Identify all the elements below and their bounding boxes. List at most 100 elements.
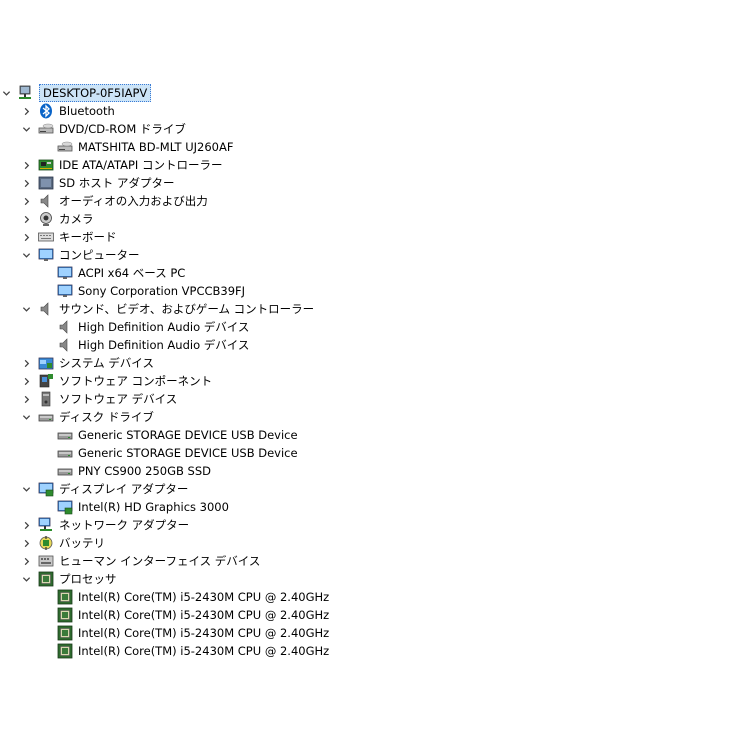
tree-item-bluetooth[interactable]: Bluetooth — [0, 102, 741, 120]
tree-item-audio-io[interactable]: オーディオの入力および出力 — [0, 192, 741, 210]
tree-item-label: カメラ — [59, 212, 94, 226]
tree-item-generic-usb-1[interactable]: Generic STORAGE DEVICE USB Device — [0, 426, 741, 444]
tree-item-cpu-1[interactable]: Intel(R) Core(TM) i5-2430M CPU @ 2.40GHz — [0, 588, 741, 606]
tree-item-label: ディスク ドライブ — [59, 410, 154, 424]
tree-item-label: Intel(R) Core(TM) i5-2430M CPU @ 2.40GHz — [78, 590, 330, 604]
tree-item-cpu-3[interactable]: Intel(R) Core(TM) i5-2430M CPU @ 2.40GHz — [0, 624, 741, 642]
tree-item-cpu-4[interactable]: Intel(R) Core(TM) i5-2430M CPU @ 2.40GHz — [0, 642, 741, 660]
display-adapter-icon — [57, 499, 73, 515]
processor-icon — [38, 571, 54, 587]
tree-item-hd-audio-1[interactable]: High Definition Audio デバイス — [0, 318, 741, 336]
tree-item-label: Generic STORAGE DEVICE USB Device — [78, 446, 298, 460]
processor-icon — [57, 589, 73, 605]
tree-item-keyboard[interactable]: キーボード — [0, 228, 741, 246]
tree-item-sd-host[interactable]: SD ホスト アダプター — [0, 174, 741, 192]
webcam-icon — [38, 211, 54, 227]
tree-item-label: SD ホスト アダプター — [59, 176, 175, 190]
tree-item-label: High Definition Audio デバイス — [78, 338, 250, 352]
tree-item-system-devices[interactable]: システム デバイス — [0, 354, 741, 372]
speaker-icon — [57, 337, 73, 353]
tree-item-sound-video-game[interactable]: サウンド、ビデオ、およびゲーム コントローラー — [0, 300, 741, 318]
software-component-icon — [38, 373, 54, 389]
network-adapter-icon — [38, 517, 54, 533]
monitor-icon — [38, 247, 54, 263]
chevron-down-icon[interactable] — [20, 120, 32, 138]
chevron-down-icon[interactable] — [20, 246, 32, 264]
tree-item-computer[interactable]: コンピューター — [0, 246, 741, 264]
monitor-icon — [57, 283, 73, 299]
tree-item-battery[interactable]: バッテリ — [0, 534, 741, 552]
hid-icon — [38, 553, 54, 569]
tree-item-software-components[interactable]: ソフトウェア コンポーネント — [0, 372, 741, 390]
tree-item-pny-ssd[interactable]: PNY CS900 250GB SSD — [0, 462, 741, 480]
tree-item-label: Intel(R) HD Graphics 3000 — [78, 500, 229, 514]
chevron-right-icon[interactable] — [20, 372, 32, 390]
speaker-icon — [38, 301, 54, 317]
tree-item-label: ディスプレイ アダプター — [59, 482, 189, 496]
tree-item-label: MATSHITA BD-MLT UJ260AF — [78, 140, 234, 154]
tree-item-label: Sony Corporation VPCCB39FJ — [78, 284, 246, 298]
chevron-right-icon[interactable] — [20, 192, 32, 210]
tree-item-label: ソフトウェア デバイス — [59, 392, 178, 406]
tree-item-label: キーボード — [59, 230, 117, 244]
tree-item-camera[interactable]: カメラ — [0, 210, 741, 228]
tree-item-display-adapters[interactable]: ディスプレイ アダプター — [0, 480, 741, 498]
tree-item-disk-drives[interactable]: ディスク ドライブ — [0, 408, 741, 426]
optical-drive-icon — [38, 121, 54, 137]
disk-drive-icon — [57, 445, 73, 461]
tree-item-label: ネットワーク アダプター — [59, 518, 190, 532]
chevron-right-icon[interactable] — [20, 210, 32, 228]
tree-item-label: Intel(R) Core(TM) i5-2430M CPU @ 2.40GHz — [78, 626, 330, 640]
computer-network-icon — [17, 85, 33, 101]
chevron-right-icon[interactable] — [20, 534, 32, 552]
keyboard-icon — [38, 229, 54, 245]
tree-item-matshita[interactable]: MATSHITA BD-MLT UJ260AF — [0, 138, 741, 156]
tree-item-label: Intel(R) Core(TM) i5-2430M CPU @ 2.40GHz — [78, 644, 330, 658]
tree-item-label: High Definition Audio デバイス — [78, 320, 250, 334]
software-device-icon — [38, 391, 54, 407]
tree-item-label: ヒューマン インターフェイス デバイス — [59, 554, 261, 568]
tree-item-desktop[interactable]: DESKTOP-0F5IAPV — [0, 84, 741, 102]
processor-icon — [57, 607, 73, 623]
tree-item-sony[interactable]: Sony Corporation VPCCB39FJ — [0, 282, 741, 300]
tree-item-label: IDE ATA/ATAPI コントローラー — [59, 158, 223, 172]
tree-item-label: プロセッサ — [59, 572, 117, 586]
monitor-icon — [57, 265, 73, 281]
chevron-right-icon[interactable] — [20, 354, 32, 372]
disk-drive-icon — [57, 463, 73, 479]
tree-item-generic-usb-2[interactable]: Generic STORAGE DEVICE USB Device — [0, 444, 741, 462]
tree-item-dvd-rom[interactable]: DVD/CD-ROM ドライブ — [0, 120, 741, 138]
chevron-right-icon[interactable] — [20, 552, 32, 570]
tree-item-label: オーディオの入力および出力 — [59, 194, 208, 208]
tree-item-label: バッテリ — [59, 536, 105, 550]
tree-item-hd-audio-2[interactable]: High Definition Audio デバイス — [0, 336, 741, 354]
sd-card-icon — [38, 175, 54, 191]
tree-item-processors[interactable]: プロセッサ — [0, 570, 741, 588]
chevron-right-icon[interactable] — [20, 516, 32, 534]
chevron-down-icon[interactable] — [20, 300, 32, 318]
chevron-down-icon[interactable] — [0, 84, 12, 102]
tree-item-label: コンピューター — [59, 248, 140, 262]
chevron-down-icon[interactable] — [20, 570, 32, 588]
chevron-right-icon[interactable] — [20, 102, 32, 120]
chevron-right-icon[interactable] — [20, 156, 32, 174]
chevron-right-icon[interactable] — [20, 228, 32, 246]
tree-item-acpi[interactable]: ACPI x64 ベース PC — [0, 264, 741, 282]
tree-item-label: ソフトウェア コンポーネント — [59, 374, 213, 388]
chevron-down-icon[interactable] — [20, 408, 32, 426]
chevron-right-icon[interactable] — [20, 390, 32, 408]
tree-item-network-adapters[interactable]: ネットワーク アダプター — [0, 516, 741, 534]
battery-icon — [38, 535, 54, 551]
tree-item-intel-hd[interactable]: Intel(R) HD Graphics 3000 — [0, 498, 741, 516]
tree-item-software-devices[interactable]: ソフトウェア デバイス — [0, 390, 741, 408]
tree-item-hid[interactable]: ヒューマン インターフェイス デバイス — [0, 552, 741, 570]
tree-item-label: サウンド、ビデオ、およびゲーム コントローラー — [59, 302, 315, 316]
tree-item-cpu-2[interactable]: Intel(R) Core(TM) i5-2430M CPU @ 2.40GHz — [0, 606, 741, 624]
tree-item-ide-ata[interactable]: IDE ATA/ATAPI コントローラー — [0, 156, 741, 174]
disk-drive-icon — [38, 409, 54, 425]
processor-icon — [57, 625, 73, 641]
chevron-right-icon[interactable] — [20, 174, 32, 192]
bluetooth-icon — [38, 103, 54, 119]
chevron-down-icon[interactable] — [20, 480, 32, 498]
